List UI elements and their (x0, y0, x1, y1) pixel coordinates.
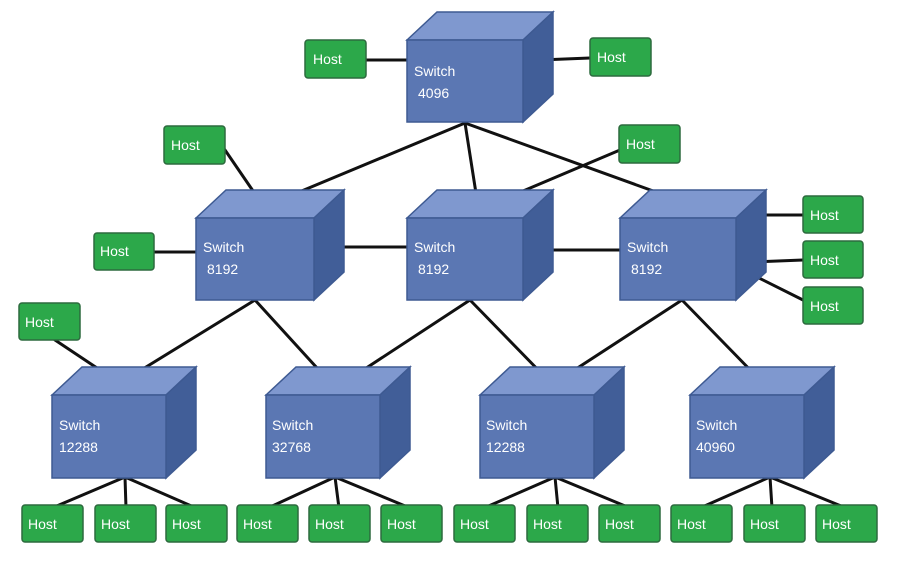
switch-root-label: Switch (414, 63, 455, 79)
switch-bottom-4-value: 40960 (696, 439, 735, 455)
host-label: Host (822, 516, 851, 532)
host-label: Host (243, 516, 272, 532)
host-label: Host (626, 136, 655, 152)
switch-bottom-1: Switch 12288 (50, 365, 198, 480)
host-node: Host (163, 125, 226, 165)
host-label: Host (750, 516, 779, 532)
host-node: Host (165, 504, 228, 543)
host-node: Host (93, 232, 155, 271)
switches: Switch 4096 Switch 8192 Switch 8192 Swit… (50, 10, 836, 480)
host-node: Host (589, 37, 652, 77)
switch-bottom-4-label: Switch (696, 417, 737, 433)
host-label: Host (597, 49, 626, 65)
host-node: Host (18, 302, 81, 341)
host-node: Host (236, 504, 299, 543)
switch-mid-left: Switch 8192 (194, 188, 346, 302)
host-label: Host (172, 516, 201, 532)
host-node: Host (453, 504, 516, 543)
host-node: Host (308, 504, 371, 543)
host-label: Host (810, 207, 839, 223)
host-node: Host (670, 504, 733, 543)
host-label: Host (25, 314, 54, 330)
host-node: Host (304, 39, 367, 79)
host-label: Host (313, 51, 342, 67)
switch-mid-right-label: Switch (627, 239, 668, 255)
switch-bottom-2-label: Switch (272, 417, 313, 433)
switch-mid-right-value: 8192 (631, 261, 662, 277)
host-node: Host (815, 504, 878, 543)
host-node: Host (802, 195, 864, 234)
host-label: Host (100, 243, 129, 259)
host-node: Host (380, 504, 443, 543)
host-label: Host (171, 137, 200, 153)
switch-root: Switch 4096 (405, 10, 555, 124)
host-label: Host (533, 516, 562, 532)
switch-mid-center: Switch 8192 (405, 188, 555, 302)
host-node: Host (598, 504, 661, 543)
host-node: Host (802, 286, 864, 325)
switch-bottom-2-value: 32768 (272, 439, 311, 455)
switch-mid-left-value: 8192 (207, 261, 238, 277)
switch-bottom-2: Switch 32768 (264, 365, 412, 480)
host-label: Host (810, 298, 839, 314)
switch-bottom-3-label: Switch (486, 417, 527, 433)
host-label: Host (810, 252, 839, 268)
switch-mid-center-label: Switch (414, 239, 455, 255)
host-node: Host (21, 504, 84, 543)
switch-bottom-1-label: Switch (59, 417, 100, 433)
switch-bottom-1-value: 12288 (59, 439, 98, 455)
host-node: Host (743, 504, 806, 543)
switch-bottom-4: Switch 40960 (688, 365, 836, 480)
switch-bottom-3-value: 12288 (486, 439, 525, 455)
host-label: Host (315, 516, 344, 532)
host-label: Host (677, 516, 706, 532)
switch-mid-right: Switch 8192 (618, 188, 768, 302)
switch-bottom-3: Switch 12288 (478, 365, 626, 480)
host-label: Host (387, 516, 416, 532)
host-node: Host (618, 124, 681, 164)
host-label: Host (460, 516, 489, 532)
hosts: Host Host Host Host Host Host Host Host … (18, 37, 878, 543)
host-label: Host (101, 516, 130, 532)
host-node: Host (526, 504, 589, 543)
host-node: Host (802, 240, 864, 279)
switch-mid-center-value: 8192 (418, 261, 449, 277)
switch-mid-left-label: Switch (203, 239, 244, 255)
host-node: Host (94, 504, 157, 543)
switch-root-value: 4096 (418, 85, 449, 101)
host-label: Host (605, 516, 634, 532)
host-label: Host (28, 516, 57, 532)
